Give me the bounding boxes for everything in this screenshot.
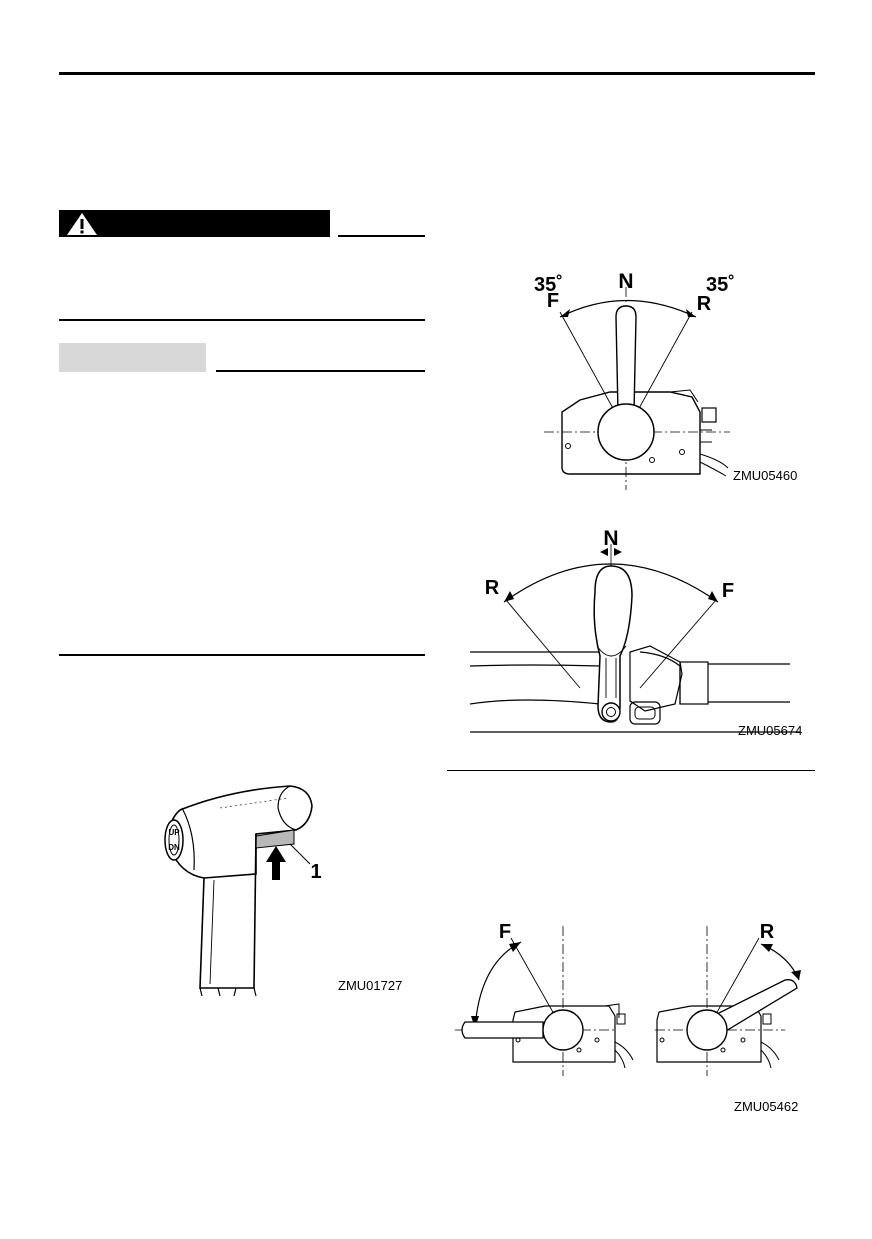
lever-angle-figure: N F R 35˚ 35˚ [534,270,735,490]
warning-end-rule [59,319,425,321]
angle-right-label: 35˚ [706,273,735,296]
note-heading-underline [216,370,425,372]
figure-code-zmu01727: ZMU01727 [338,978,403,993]
warning-heading-bar [59,210,330,237]
callout-1: 1 [310,861,321,883]
trim-grip-figure: UP DN 1 [164,785,322,997]
label-n: N [618,270,633,293]
lever-positions-figure: F R [455,921,801,1076]
angle-left-label: 35˚ [534,273,563,296]
note-heading-bar [59,343,206,372]
figure-code-zmu05460: ZMU05460 [733,468,798,483]
warning-heading-underline [338,235,425,237]
lever-side-figure: N R F [470,527,800,733]
angle-arc [559,299,697,318]
label-r: R [485,577,500,599]
up-arrow-icon [266,846,286,880]
header-rule [59,72,815,75]
figure-code-zmu05674: ZMU05674 [738,723,803,738]
section-rule-left [59,654,425,656]
label-r: R [760,921,775,943]
label-r: R [697,293,712,315]
section-rule-right [447,770,815,771]
figure-code-zmu05462: ZMU05462 [734,1099,799,1114]
label-f: F [547,290,559,312]
button-up-label: UP [168,828,180,837]
label-f: F [499,921,511,943]
label-f: F [722,580,734,602]
button-dn-label: DN [168,843,180,852]
warning-triangle-icon [67,213,97,235]
label-n: N [603,527,618,550]
